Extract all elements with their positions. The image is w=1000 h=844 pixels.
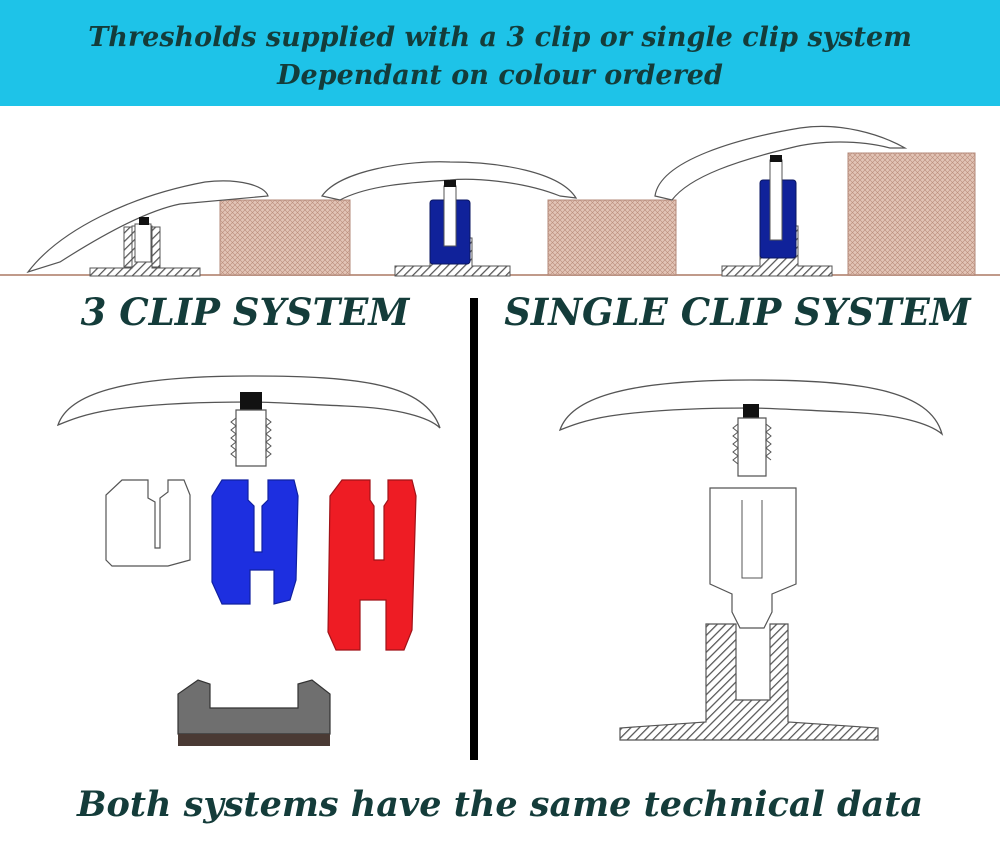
footer-caption: Both systems have the same technical dat… (76, 784, 924, 825)
install-single-clip (654, 125, 908, 277)
header-banner: Thresholds supplied with a 3 clip or sin… (0, 0, 1000, 106)
section-divider (470, 298, 478, 760)
install-ramp-white-clip (26, 180, 269, 277)
base-strip (178, 734, 330, 746)
three-clip-heading: 3 CLIP SYSTEM (80, 290, 410, 334)
floor-block-1 (219, 199, 351, 276)
white-clip (105, 479, 191, 567)
red-clip (327, 479, 417, 651)
top-installations (0, 125, 1000, 277)
install-tbar-blue-clip (320, 161, 578, 277)
three-clip-diagram (56, 375, 441, 746)
base-rail (177, 679, 331, 735)
screw-stem-left (235, 409, 267, 467)
blue-clip (211, 479, 299, 605)
single-clip-heading: SINGLE CLIP SYSTEM (504, 290, 971, 334)
single-clip (709, 487, 797, 629)
screw-stem-right (737, 417, 767, 477)
single-clip-stand (619, 623, 879, 741)
single-clip-diagram (558, 379, 944, 741)
banner-subtitle: Dependant on colour ordered (277, 60, 723, 91)
banner-title: Thresholds supplied with a 3 clip or sin… (88, 22, 912, 53)
cap-insert (240, 392, 262, 410)
floor-block-3 (847, 152, 976, 276)
floor-block-2 (547, 199, 677, 276)
cap-insert-right (743, 404, 759, 418)
